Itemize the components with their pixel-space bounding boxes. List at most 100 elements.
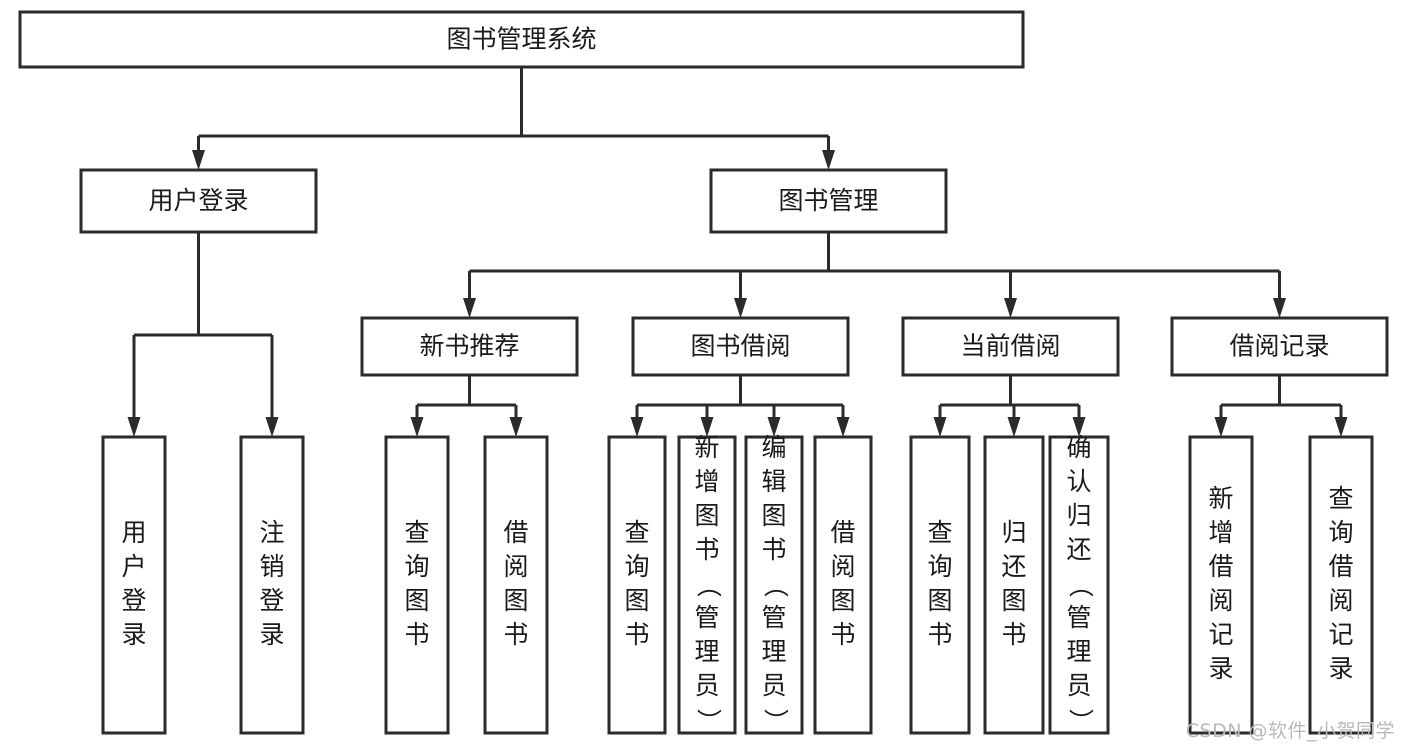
arrow-head-icon — [933, 417, 947, 437]
tree-node-user-login[interactable]: 用户登录 — [79, 168, 318, 234]
node-label-char: 登 — [121, 586, 146, 615]
node-label-char: 增 — [1208, 518, 1233, 547]
node-label-char: 借 — [1208, 552, 1233, 581]
node-label-char: 书 — [1001, 620, 1026, 649]
node-layer: 图书管理系统用户登录图书管理新书推荐图书借阅当前借阅借阅记录用户登录注销登录查询… — [18, 10, 1389, 735]
node-label-char: 理 — [694, 637, 719, 666]
node-label-char: ） — [761, 708, 790, 733]
node-label-char: 录 — [1328, 654, 1353, 683]
node-label-char: 书 — [624, 620, 649, 649]
node-label-char: 管 — [1066, 603, 1091, 632]
node-box — [101, 435, 167, 735]
node-box — [677, 435, 737, 735]
arrow-head-icon — [1273, 298, 1286, 318]
node-box — [709, 168, 948, 234]
node-label-char: 图 — [1001, 586, 1026, 615]
node-label-char: 书 — [927, 620, 952, 649]
tree-node-book-manage[interactable]: 图书管理 — [709, 168, 948, 234]
node-box — [360, 316, 579, 377]
arrow-head-icon — [1007, 417, 1021, 437]
tree-node-new-book-rec[interactable]: 新书推荐 — [360, 316, 579, 377]
node-label-char: ） — [1066, 708, 1095, 733]
node-label-char: 借 — [503, 518, 528, 547]
node-label-char: 归 — [1066, 501, 1091, 530]
node-label-char: 户 — [121, 552, 146, 581]
node-label: 用户登录 — [148, 186, 248, 215]
arrow-head-icon — [410, 417, 424, 437]
node-label-char: 录 — [259, 620, 284, 649]
node-label-char: 销 — [259, 552, 284, 581]
tree-node-leaf-user-login[interactable]: 用户登录 — [101, 435, 167, 735]
node-label-char: 图 — [694, 501, 719, 530]
node-label-char: 借 — [830, 518, 855, 547]
node-label-char: 图 — [404, 586, 429, 615]
node-label-char: （ — [761, 572, 790, 597]
node-label: 图书管理 — [778, 186, 878, 215]
tree-node-current-borrow[interactable]: 当前借阅 — [901, 316, 1120, 377]
node-label-char: 书 — [830, 620, 855, 649]
node-label-char: 查 — [1328, 484, 1353, 513]
node-box — [631, 316, 850, 377]
node-label-char: 确 — [1066, 433, 1091, 462]
arrow-head-icon — [192, 150, 205, 170]
tree-node-book-borrow[interactable]: 图书借阅 — [631, 316, 850, 377]
tree-node-borrow-record[interactable]: 借阅记录 — [1170, 316, 1389, 377]
node-label-char: 记 — [1328, 620, 1353, 649]
node-box — [1308, 435, 1374, 735]
node-label-char: 员 — [761, 671, 786, 700]
node-label-char: 还 — [1066, 535, 1091, 564]
node-box — [79, 168, 318, 234]
node-label-char: 登 — [259, 586, 284, 615]
node-box — [901, 316, 1120, 377]
node-label: 图书借阅 — [690, 332, 790, 361]
arrow-head-icon — [1072, 417, 1086, 437]
arrow-head-icon — [700, 417, 714, 437]
node-label-char: 阅 — [830, 552, 855, 581]
node-label-char: 编 — [761, 433, 786, 462]
node-box — [384, 435, 450, 735]
node-box — [909, 435, 971, 735]
node-box — [239, 435, 305, 735]
node-label-char: 书 — [694, 535, 719, 564]
node-label-char: （ — [694, 572, 723, 597]
node-label-char: 用 — [121, 518, 146, 547]
arrow-head-icon — [1004, 298, 1017, 318]
node-box — [744, 435, 804, 735]
node-label-char: 归 — [1001, 518, 1026, 547]
node-label-char: 查 — [404, 518, 429, 547]
node-label-char: 图 — [830, 586, 855, 615]
arrow-head-icon — [1214, 417, 1228, 437]
node-label: 图书管理系统 — [446, 25, 596, 54]
node-label-char: 查 — [927, 518, 952, 547]
node-label-char: 阅 — [1208, 586, 1233, 615]
node-label-char: 员 — [694, 671, 719, 700]
node-label-char: 录 — [1208, 654, 1233, 683]
node-label-char: 辑 — [761, 467, 786, 496]
node-label-char: 理 — [761, 637, 786, 666]
connector-layer — [127, 67, 1348, 437]
node-label-char: 新 — [1208, 484, 1233, 513]
arrow-head-icon — [836, 417, 850, 437]
tree-node-root[interactable]: 图书管理系统 — [18, 10, 1025, 69]
node-label: 新书推荐 — [419, 332, 519, 361]
arrow-head-icon — [630, 417, 644, 437]
node-label-char: 新 — [694, 433, 719, 462]
node-label-char: 记 — [1208, 620, 1233, 649]
arrow-head-icon — [127, 417, 141, 437]
node-box — [1048, 435, 1110, 735]
node-label-char: 录 — [121, 620, 146, 649]
